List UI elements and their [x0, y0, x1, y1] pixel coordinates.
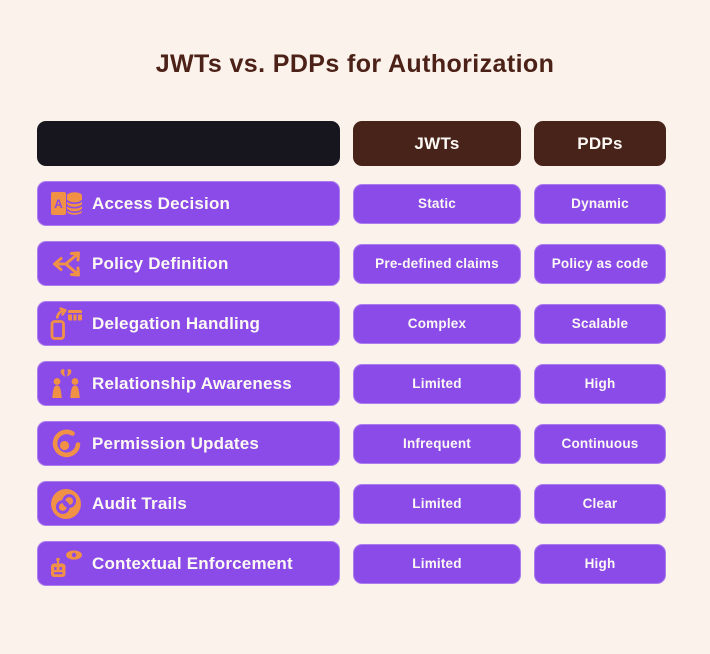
- pdp-value: High: [534, 543, 666, 584]
- access-database-icon: A: [47, 186, 85, 222]
- jwt-value: Infrequent: [353, 423, 521, 464]
- feature-cell: A Access Decision: [37, 181, 340, 226]
- split-arrows-icon: [47, 246, 85, 282]
- people-broken-heart-icon: [47, 366, 85, 402]
- jwt-value: Static: [353, 183, 521, 224]
- pdp-value: Dynamic: [534, 183, 666, 224]
- feature-cell: Permission Updates: [37, 421, 340, 466]
- header-jwts: JWTs: [353, 121, 521, 166]
- feature-label: Delegation Handling: [92, 313, 261, 333]
- header-blank-cell: [37, 121, 340, 166]
- feature-label: Permission Updates: [92, 433, 260, 453]
- jwt-value: Limited: [353, 543, 521, 584]
- jwt-value: Complex: [353, 303, 521, 344]
- feature-cell: Relationship Awareness: [37, 361, 340, 406]
- pdp-value: Scalable: [534, 303, 666, 344]
- feature-cell: Audit Trails: [37, 481, 340, 526]
- feature-label: Policy Definition: [92, 253, 229, 273]
- jwt-value: Limited: [353, 363, 521, 404]
- pdp-value: Continuous: [534, 423, 666, 464]
- circular-motion-icon: [47, 426, 85, 462]
- pdp-value: Policy as code: [534, 243, 666, 284]
- pdp-value: Clear: [534, 483, 666, 524]
- infographic-page: JWTs vs. PDPs for Authorization JWTs PDP…: [37, 50, 673, 586]
- svg-text:A: A: [54, 197, 63, 211]
- feature-label: Access Decision: [92, 193, 231, 213]
- feature-cell: Policy Definition: [37, 241, 340, 286]
- feature-cell: Delegation Handling: [37, 301, 340, 346]
- feature-label: Relationship Awareness: [92, 373, 292, 393]
- interlocked-loops-icon: [47, 486, 85, 522]
- phone-transfer-icon: [47, 306, 85, 342]
- jwt-value: Limited: [353, 483, 521, 524]
- comparison-table: JWTs PDPs A Access Decision Static Dynam…: [37, 121, 673, 586]
- feature-label: Contextual Enforcement: [92, 553, 293, 573]
- pdp-value: High: [534, 363, 666, 404]
- feature-label: Audit Trails: [92, 493, 187, 513]
- feature-cell: Contextual Enforcement: [37, 541, 340, 586]
- jwt-value: Pre-defined claims: [353, 243, 521, 284]
- page-title: JWTs vs. PDPs for Authorization: [155, 50, 555, 78]
- header-pdps: PDPs: [534, 121, 666, 166]
- robot-eye-icon: [47, 546, 85, 582]
